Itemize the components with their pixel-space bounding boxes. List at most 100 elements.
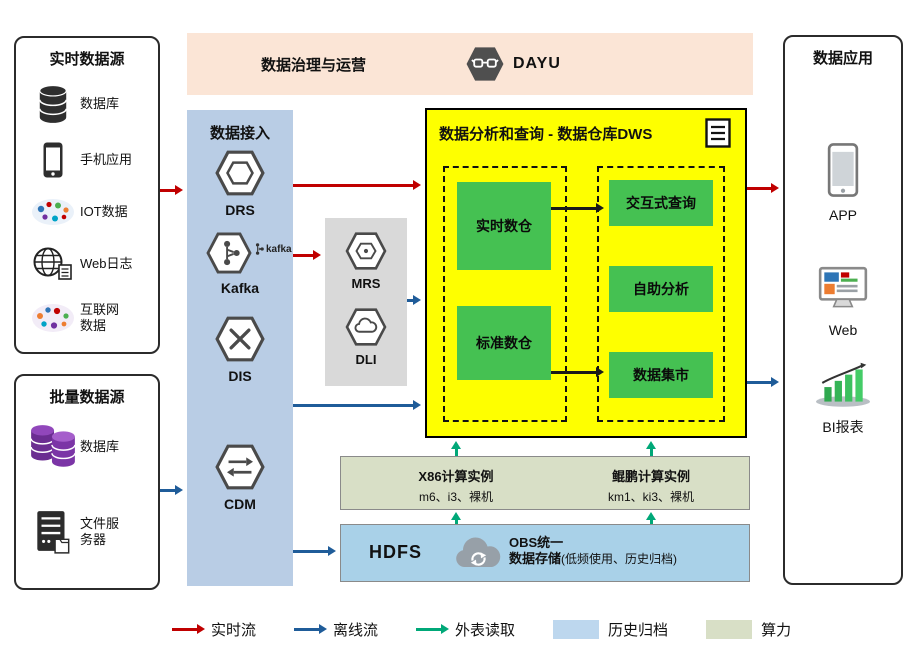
kafka-logo-icon [255,243,264,255]
kafka-logo: kafka [253,242,292,256]
x86-subtitle: m6、i3、裸机 [418,490,493,504]
box-label: 数据集市 [633,367,689,383]
legend-label: 历史归档 [608,621,669,639]
obs-line2: 数据存储 [509,551,562,566]
dws-title: 数据分析和查询 - 数据仓库DWS [439,125,653,143]
kunpeng-compute-group: 鲲鹏计算实例 km1、ki3、裸机 [576,466,726,505]
kafka-icon [206,232,252,274]
arrow-hdfs-to-compute-left [451,512,461,524]
service-label: DLI [355,352,377,367]
service-label: Kafka [220,280,260,296]
service-drs: DRS [187,150,293,218]
service-label: DRS [225,202,255,218]
arrow-standard-dw-to-data-mart [551,367,604,377]
list-item: 文件服务器 [26,498,154,566]
file-server-icon [26,509,80,555]
database-purple-icon [26,423,80,471]
hdfs-obs-box: HDFS OBS统一 数据存储(低频使用、历史归档) [340,524,750,582]
arrow-batch-sources-to-ingestion [160,485,183,495]
legend-compute-power-swatch [706,619,753,639]
list-item: 互联网数据 [26,294,154,342]
monitor-icon [816,265,870,313]
source-label: 文件服务器 [80,515,120,547]
legend-label: 离线流 [333,621,379,639]
legend-external-read-arrow-icon [416,623,450,634]
obs-note: (低频使用、历史归档) [561,552,678,566]
phone-icon [26,141,80,179]
service-kafka: kafka Kafka [187,232,293,296]
hdfs-label: HDFS [369,542,422,562]
applications-title: 数据应用 [812,50,873,67]
warehouse-box-self-service-analysis: 自助分析 [609,266,713,312]
arrow-drs-to-dws [293,180,421,190]
box-label: 实时数仓 [476,218,532,234]
iot-icon [26,196,80,228]
app-label: BI报表 [822,419,864,435]
legend-label: 外表读取 [455,621,516,639]
app-label: APP [828,207,857,223]
box-label: 自助分析 [633,281,689,297]
legend: 实时流 离线流 外表读取 历史归档 算力 [172,615,791,643]
arrow-cdm-to-hdfs [293,546,336,556]
box-label: 交互式查询 [626,195,696,211]
arrow-mrs-dli-to-dws [407,295,421,305]
service-dis: DIS [187,316,293,384]
phone-icon [827,142,859,198]
source-label: Web日志 [80,255,133,271]
list-item: IOT数据 [26,190,154,234]
dayu-icon [465,46,505,82]
service-label: MRS [351,276,381,291]
kunpeng-title: 鲲鹏计算实例 [611,469,690,484]
arrow-realtime-dw-to-interactive-query [551,203,604,213]
globe-icon [26,246,80,282]
ingestion-title: 数据接入 [209,125,270,142]
warehouse-box-data-mart: 数据集市 [609,352,713,398]
warehouse-box-standard-dw: 标准数仓 [457,306,551,380]
legend-label: 实时流 [211,621,257,639]
list-item: 手机应用 [26,136,154,184]
compute-instances-box: X86计算实例 m6、i3、裸机 鲲鹏计算实例 km1、ki3、裸机 [340,456,750,510]
source-label: 数据库 [80,438,120,454]
obs-line1: OBS统一 [509,535,564,550]
document-icon [705,118,731,148]
source-label: 互联网数据 [80,301,120,333]
list-item: 数据库 [26,416,154,478]
batch-sources-title: 批量数据源 [49,389,125,406]
box-label: 标准数仓 [476,335,532,351]
arrow-compute-to-dws-left [451,441,461,456]
cdm-icon [215,444,265,490]
governance-bar: 数据治理与运营 DAYU [187,33,753,95]
realtime-sources-panel: 实时数据源 数据库 手机应用 [14,36,160,354]
governance-title: 数据治理与运营 [261,57,367,74]
warehouse-left-group [443,166,567,422]
warehouse-box-interactive-query: 交互式查询 [609,180,713,226]
source-label: 手机应用 [80,151,133,167]
x86-title: X86计算实例 [418,469,494,484]
arrow-compute-to-dws-right [646,441,656,456]
list-item: Web [785,265,901,338]
arrow-dws-to-apps-realtime [747,183,779,193]
mrs-icon [345,232,387,270]
kunpeng-subtitle: km1、ki3、裸机 [607,490,694,504]
legend-offline-arrow-icon [294,623,328,634]
source-label: 数据库 [80,95,120,111]
obs-cloud-icon [451,536,505,572]
batch-sources-panel: 批量数据源 数据库 [14,374,160,590]
legend-realtime-arrow-icon [172,623,205,634]
list-item: APP [785,142,901,223]
bar-chart-icon [814,362,872,408]
list-item: BI报表 [785,362,901,437]
arrow-kafka-to-mrs [293,250,321,260]
data-ingestion-column: 数据接入 DRS [187,110,293,586]
x86-compute-group: X86计算实例 m6、i3、裸机 [381,466,531,505]
service-label: DIS [228,368,252,384]
mrs-dli-box: MRS DLI [325,218,407,386]
warehouse-right-group [597,166,725,422]
arrow-dws-to-apps-offline [747,377,779,387]
arrow-realtime-sources-to-ingestion [160,185,183,195]
obs-text: OBS统一 数据存储(低频使用、历史归档) [509,535,677,567]
arrow-hdfs-to-compute-right [646,512,656,524]
dis-icon [215,316,265,362]
internet-data-icon [26,301,80,335]
